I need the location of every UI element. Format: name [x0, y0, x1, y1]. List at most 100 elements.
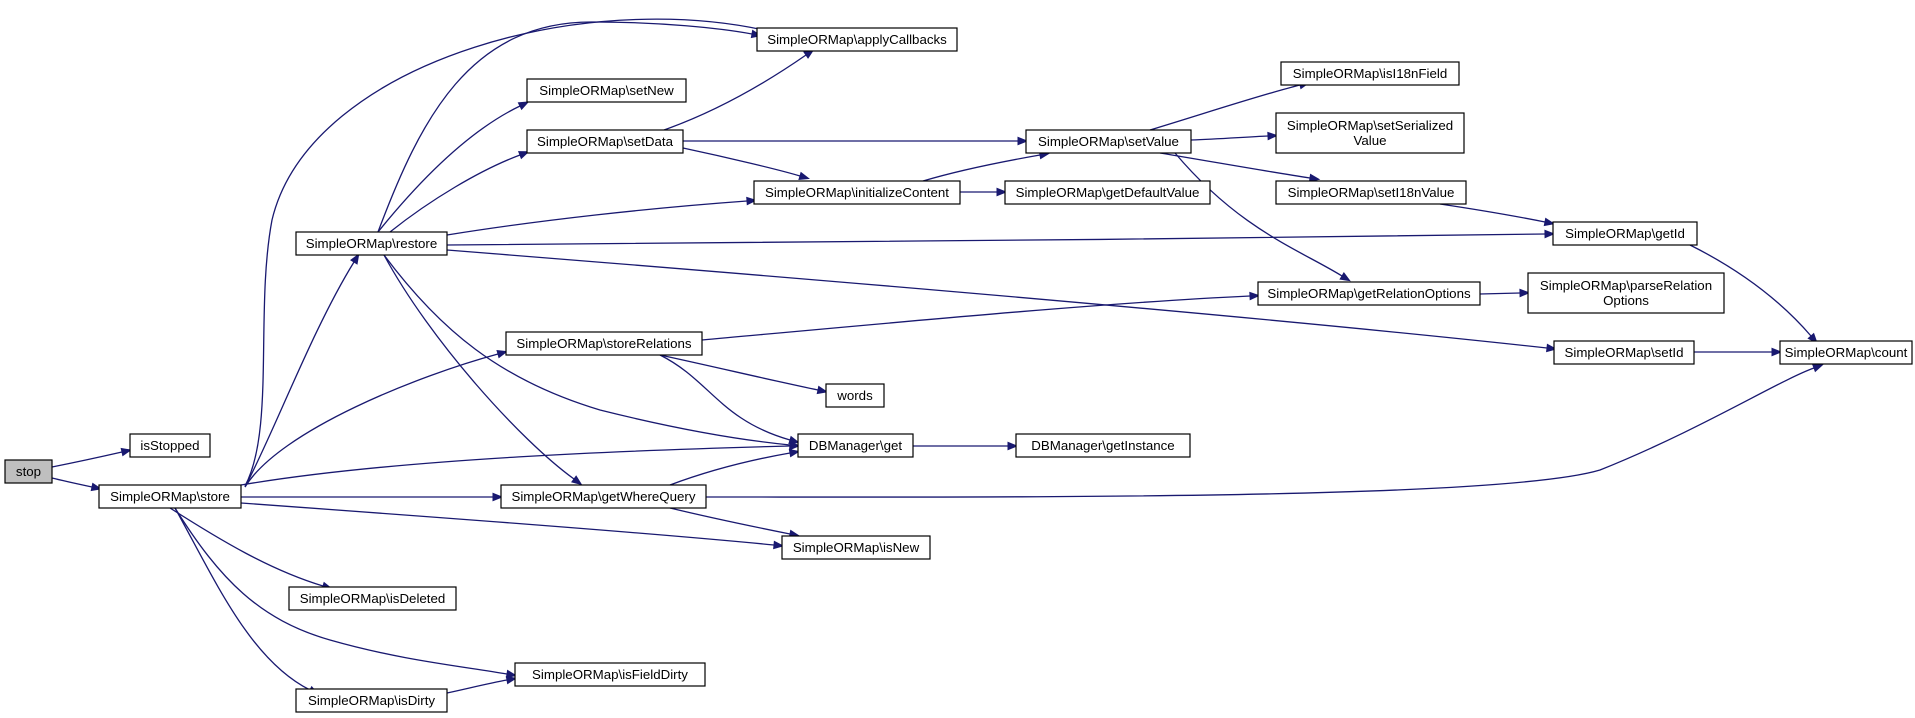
node-isFieldDirty[interactable]: SimpleORMap\isFieldDirty [514, 662, 706, 687]
edge-line [244, 353, 499, 488]
edge-restore-to-applyCallbacks [377, 21, 763, 233]
node-dbget[interactable]: DBManager\get [797, 433, 914, 458]
arrowhead [1249, 291, 1261, 301]
arrowhead [350, 253, 360, 265]
edge-line [1479, 292, 1521, 295]
node-setValue[interactable]: SimpleORMap\setValue [1025, 129, 1192, 154]
node-setId[interactable]: SimpleORMap\setId [1553, 340, 1695, 365]
arrowhead [1007, 441, 1019, 451]
node-label: SimpleORMap\parseRelation [1540, 278, 1712, 293]
node-store[interactable]: SimpleORMap\store [98, 484, 242, 509]
arrowhead [492, 492, 504, 502]
edge-line [51, 477, 93, 488]
node-box [1004, 180, 1211, 205]
node-initializeContent[interactable]: SimpleORMap\initializeContent [753, 180, 961, 205]
arrowhead [773, 540, 785, 550]
node-label: SimpleORMap\initializeContent [765, 185, 949, 200]
node-label: SimpleORMap\applyCallbacks [767, 32, 947, 47]
node-box [129, 433, 211, 458]
node-isI18nField[interactable]: SimpleORMap\isI18nField [1280, 61, 1460, 86]
node-setData[interactable]: SimpleORMap\setData [526, 129, 684, 154]
node-stop[interactable]: stop [4, 459, 53, 484]
node-label: SimpleORMap\isI18nField [1293, 66, 1447, 81]
edge-line [705, 367, 1815, 498]
edge-restore-to-initializeContent [446, 196, 758, 236]
node-label: stop [16, 464, 41, 479]
edge-line [446, 249, 1548, 349]
node-label: SimpleORMap\setNew [539, 83, 674, 98]
node-label: SimpleORMap\isDeleted [300, 591, 446, 606]
node-setI18nValue[interactable]: SimpleORMap\setI18nValue [1275, 180, 1467, 205]
node-label: SimpleORMap\isFieldDirty [532, 667, 688, 682]
node-box [505, 331, 703, 356]
arrowhead [505, 669, 518, 679]
node-box [756, 27, 958, 52]
node-setNew[interactable]: SimpleORMap\setNew [526, 78, 687, 103]
edge-line [669, 507, 791, 535]
node-isStopped[interactable]: isStopped [129, 433, 211, 458]
node-label: Options [1603, 293, 1649, 308]
edge-line [174, 507, 311, 691]
node-box [1257, 281, 1481, 306]
edge-line [446, 200, 748, 236]
node-label: words [836, 388, 873, 403]
node-getRelationOptions[interactable]: SimpleORMap\getRelationOptions [1257, 281, 1481, 306]
node-storeRelations[interactable]: SimpleORMap\storeRelations [505, 331, 703, 356]
edge-setData-to-setValue [683, 136, 1029, 146]
node-label: SimpleORMap\setData [537, 134, 674, 149]
edge-line [659, 354, 791, 441]
node-restore[interactable]: SimpleORMap\restore [295, 231, 448, 256]
edge-restore-to-getWhereQuery [383, 254, 583, 486]
edge-line [669, 452, 791, 486]
edge-setData-to-initializeContent [682, 147, 810, 181]
node-box [1552, 221, 1698, 246]
arrowhead [517, 151, 530, 160]
node-box [1280, 61, 1460, 86]
node-getWhereQuery[interactable]: SimpleORMap\getWhereQuery [500, 484, 707, 509]
edge-line [169, 507, 324, 587]
edge-store-to-isDeleted [169, 507, 333, 590]
arrowhead [1546, 343, 1558, 353]
edge-store-to-restore [244, 253, 360, 488]
node-label: SimpleORMap\setI18nValue [1288, 185, 1455, 200]
edge-restore-to-getId [446, 229, 1556, 246]
edge-line [377, 21, 753, 233]
node-isDeleted[interactable]: SimpleORMap\isDeleted [288, 586, 457, 611]
edge-stop-to-isStopped [51, 447, 133, 468]
edge-line [446, 679, 508, 694]
arrowhead [1017, 136, 1029, 146]
edge-line [244, 261, 355, 488]
arrowhead [788, 435, 800, 445]
arrowhead [746, 196, 758, 206]
node-getInstance[interactable]: DBManager\getInstance [1015, 433, 1191, 458]
arrowhead [571, 475, 583, 486]
edge-line [663, 54, 807, 131]
node-words[interactable]: words [825, 383, 885, 408]
node-isDirty[interactable]: SimpleORMap\isDirty [295, 688, 448, 713]
arrowhead [505, 675, 518, 685]
node-applyCallbacks[interactable]: SimpleORMap\applyCallbacks [756, 27, 958, 52]
arrowhead [996, 187, 1008, 197]
edge-line [240, 502, 775, 546]
node-isNew[interactable]: SimpleORMap\isNew [781, 535, 931, 560]
arrowhead [120, 447, 133, 457]
edge-initializeContent-to-getDefaultValue [960, 187, 1008, 197]
node-box [1275, 180, 1467, 205]
edge-getRelationOptions-to-parseRelationOptions [1479, 288, 1531, 298]
edge-storeRelations-to-dbget [659, 354, 800, 445]
node-getDefaultValue[interactable]: SimpleORMap\getDefaultValue [1004, 180, 1211, 205]
node-box [526, 129, 684, 154]
arrowhead [1267, 131, 1279, 141]
node-count[interactable]: SimpleORMap\count [1779, 340, 1913, 365]
edge-store-to-storeRelations [244, 349, 508, 488]
node-label: SimpleORMap\isNew [793, 540, 920, 555]
edge-restore-to-setNew [377, 101, 530, 233]
edge-line [701, 295, 1251, 341]
node-getId[interactable]: SimpleORMap\getId [1552, 221, 1698, 246]
node-box [753, 180, 961, 205]
node-box [295, 231, 448, 256]
node-box [1025, 129, 1192, 154]
edge-storeRelations-to-getRelationOptions [701, 291, 1261, 341]
